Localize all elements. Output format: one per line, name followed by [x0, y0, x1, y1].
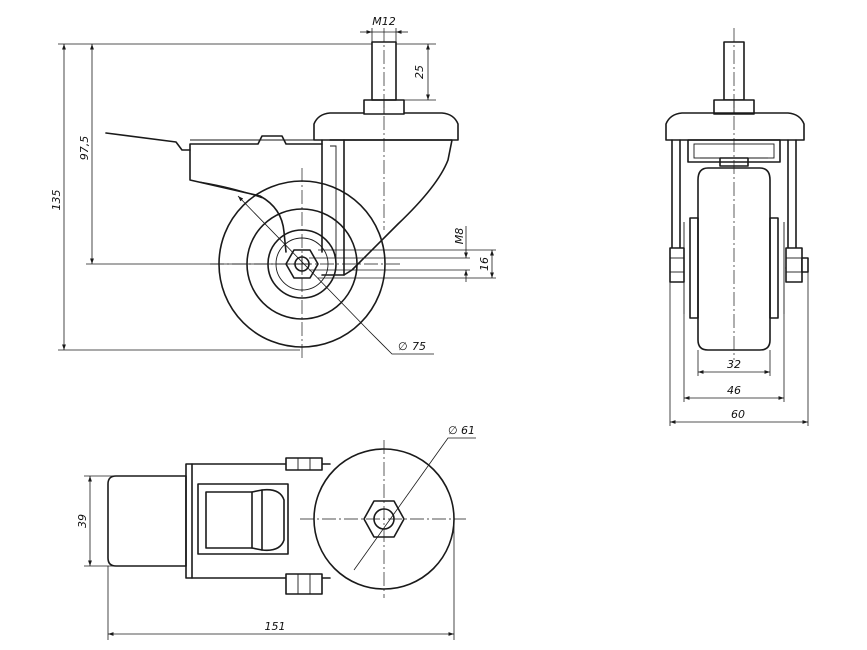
- dim-axle-nut: 16: [478, 257, 491, 271]
- dim-overall-length: 151: [265, 620, 286, 633]
- front-view: [665, 28, 809, 360]
- front-wheel: [697, 167, 771, 351]
- front-axle-nut-right: [785, 247, 803, 283]
- dim-thread-stem: M12: [372, 15, 396, 28]
- dim-axle-thread: M8: [453, 228, 466, 245]
- dim-stem-length: 25: [413, 65, 426, 79]
- dim-plan-width: 39: [76, 514, 89, 528]
- dim-axle-height: 97,5: [78, 136, 91, 161]
- dim-wheel-width: 32: [727, 358, 741, 371]
- front-axle-nut-left: [669, 247, 685, 283]
- plan-body: [185, 463, 331, 579]
- plan-brake-housing: [197, 483, 289, 555]
- side-top-plate: [313, 112, 459, 141]
- side-view: ∅ 75: [105, 28, 459, 360]
- dim-overall-width: 60: [731, 408, 745, 421]
- plan-nut-bottom: [285, 573, 323, 595]
- dim-tread-width: 46: [727, 384, 741, 397]
- dim-hub-diameter: 61: [461, 424, 475, 437]
- side-dimensions: 135 97,5 M12 25 M8 16: [50, 15, 496, 351]
- dim-wheel-diameter: 75: [412, 340, 426, 353]
- dim-total-height: 135: [50, 190, 63, 211]
- side-brake-pedal: [105, 132, 287, 253]
- front-wheel-hub: [689, 217, 779, 319]
- plan-nut-top: [285, 457, 323, 471]
- side-fork: [321, 139, 345, 276]
- plan-dimensions: 39 151: [76, 475, 455, 640]
- plan-view: ∅ 61: [107, 424, 476, 598]
- side-fork-outer: [329, 139, 453, 276]
- dim-wheel-diameter-sign: ∅: [398, 340, 408, 353]
- front-top-plate: [665, 112, 805, 141]
- dim-hub-diameter-sign: ∅: [448, 424, 458, 437]
- front-dimensions: 32 46 60: [669, 272, 809, 426]
- plan-wheel: [107, 475, 187, 567]
